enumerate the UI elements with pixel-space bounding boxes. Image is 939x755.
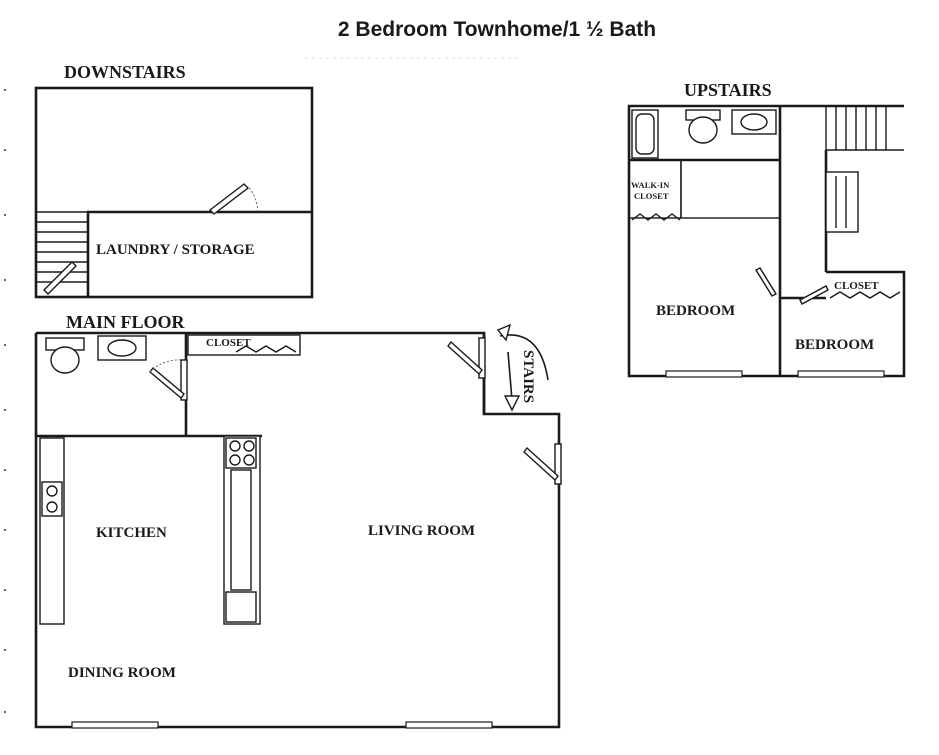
closet-shelf-area	[680, 159, 781, 219]
hall-linen-closet	[825, 171, 859, 233]
bedroom2-label: BEDROOM	[795, 337, 874, 353]
plan-title: 2 Bedroom Townhome/1 ½ Bath	[338, 18, 656, 41]
scan-edge-marks	[4, 89, 6, 713]
main-sink	[97, 335, 147, 361]
kitchen-counter-right	[223, 435, 261, 625]
downstairs-outline	[34, 86, 314, 299]
side-door	[523, 443, 562, 485]
bedroom1-door	[755, 267, 777, 297]
upstairs-sink	[731, 109, 777, 135]
main-toilet	[45, 337, 85, 374]
upstairs-toilet	[685, 109, 721, 144]
upstairs-outline	[627, 104, 906, 378]
dining-room-label: DINING ROOM	[68, 665, 176, 681]
kitchen-counter-left	[39, 437, 65, 625]
living-room-label: LIVING ROOM	[368, 523, 475, 539]
main-closet	[187, 334, 301, 356]
bedroom2-closet-door	[829, 291, 901, 299]
upstairs-stairs	[825, 106, 887, 150]
bedroom2-window	[797, 370, 885, 378]
downstairs-plan: DOWNSTAIRS LAUNDRY / STORAGE	[34, 62, 314, 299]
bedroom1-label: BEDROOM	[656, 303, 735, 319]
downstairs-label: DOWNSTAIRS	[64, 62, 186, 82]
closet-doors	[235, 345, 297, 353]
dining-window	[71, 721, 159, 729]
upstairs-plan: UPSTAIRS	[627, 80, 906, 378]
bedroom1-window	[665, 370, 743, 378]
bath-door	[149, 359, 188, 401]
stairs-label: STAIRS	[520, 350, 536, 403]
stairs-arrow	[496, 323, 549, 412]
downstairs-stairs	[36, 211, 88, 295]
laundry-door	[208, 183, 259, 215]
main-floor-plan: MAIN FLOOR CLOSET	[34, 312, 562, 729]
main-entry-door	[447, 337, 486, 379]
living-window	[405, 721, 493, 729]
kitchen-label: KITCHEN	[96, 525, 167, 541]
bedroom2-door	[799, 285, 829, 305]
main-closet-label: CLOSET	[206, 337, 251, 349]
bedroom2-closet-label: CLOSET	[834, 280, 879, 292]
main-floor-label: MAIN FLOOR	[66, 312, 185, 332]
walk-in-label-line2: CLOSET	[634, 191, 669, 201]
upstairs-tub	[631, 109, 659, 159]
walk-in-label-line1: WALK-IN	[631, 180, 670, 190]
walk-in-closet-door	[631, 213, 681, 221]
laundry-storage-label: LAUNDRY / STORAGE	[96, 242, 255, 258]
upstairs-label: UPSTAIRS	[684, 80, 772, 100]
